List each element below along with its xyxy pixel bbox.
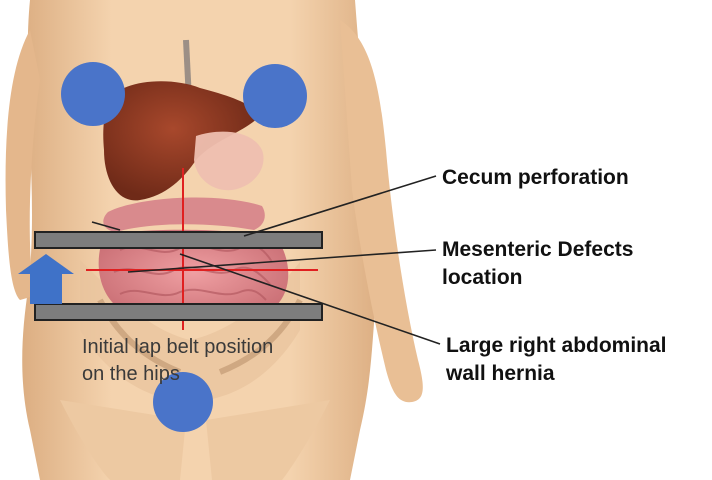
cecum-label-text: Cecum perforation — [442, 164, 629, 192]
belt-caption-line-2: on the hips — [82, 361, 273, 388]
cecum-perforation-label: Cecum perforation — [442, 164, 629, 192]
lap-belt-caption: Initial lap belt position on the hips — [82, 334, 273, 388]
right-shoulder-circle — [243, 64, 307, 128]
belt-caption-line-1: Initial lap belt position — [82, 334, 273, 361]
hernia-label-line-1: Large right abdominal — [446, 332, 667, 360]
mesenteric-label-line-1: Mesenteric Defects — [442, 236, 633, 264]
left-shoulder-circle — [61, 62, 125, 126]
hernia-label-line-2: wall hernia — [446, 360, 667, 388]
upper-belt-bar — [35, 232, 322, 248]
mesenteric-label-line-2: location — [442, 264, 633, 292]
mesenteric-defects-label: Mesenteric Defects location — [442, 236, 633, 292]
lower-belt-bar — [35, 304, 322, 320]
abdominal-hernia-label: Large right abdominal wall hernia — [446, 332, 667, 388]
